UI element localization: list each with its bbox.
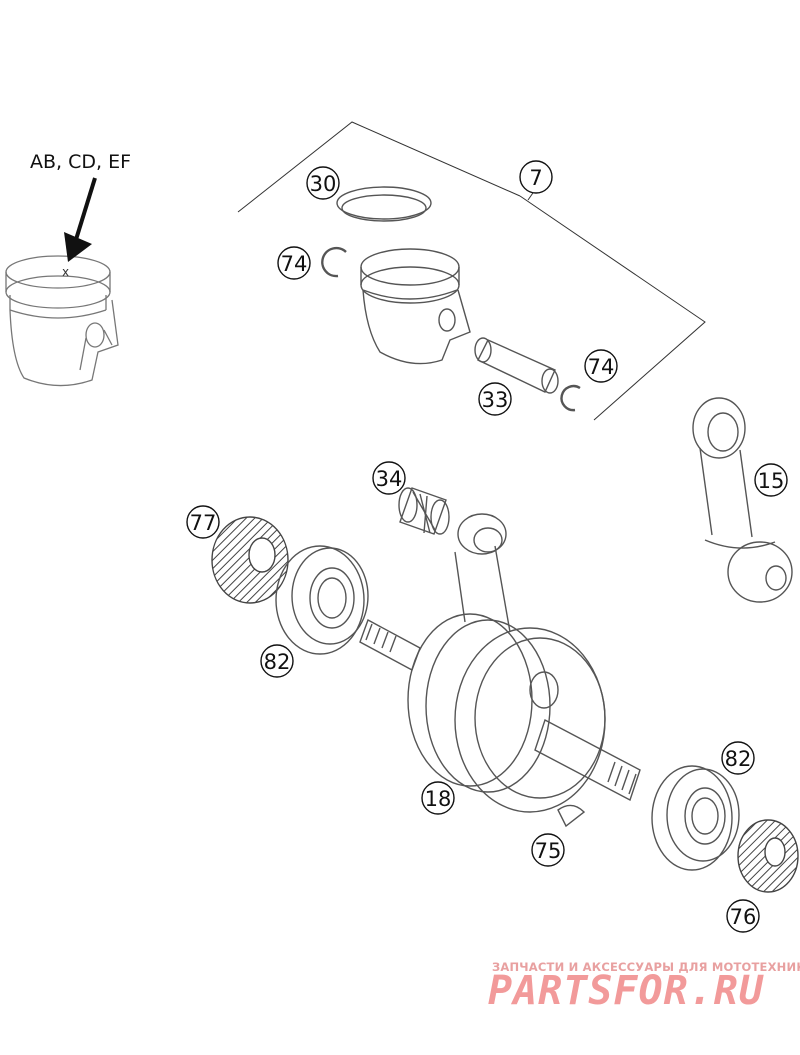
svg-text:30: 30 [310, 172, 337, 196]
callout-18: 18 [421, 781, 455, 815]
callout-82-right: 82 [721, 741, 755, 775]
callout-75: 75 [531, 833, 565, 867]
ball-bearing-left [275, 545, 369, 655]
svg-text:74: 74 [588, 355, 615, 379]
woodruff-key [557, 804, 586, 828]
svg-text:82: 82 [725, 747, 752, 771]
svg-text:74: 74 [281, 252, 308, 276]
piston-pin [474, 337, 559, 394]
callout-77: 77 [186, 505, 220, 539]
watermark-tagline: ЗАПЧАСТИ И АКСЕССУАРЫ ДЛЯ МОТОТЕХНИКИ [492, 960, 800, 974]
svg-text:7: 7 [529, 166, 542, 190]
oil-seal-right [737, 819, 799, 893]
svg-text:76: 76 [730, 905, 757, 929]
svg-text:34: 34 [376, 467, 403, 491]
callout-33: 33 [478, 382, 512, 416]
callout-15: 15 [754, 463, 788, 497]
svg-text:33: 33 [482, 388, 509, 412]
callout-30: 30 [306, 166, 340, 200]
callout-82-left: 82 [260, 644, 294, 678]
svg-text:82: 82 [264, 650, 291, 674]
piston-variants-label: AB, CD, EF [30, 151, 131, 173]
reference-piston [5, 255, 119, 387]
connecting-rod [692, 397, 793, 603]
circlip-left [321, 246, 347, 278]
piston-ring [336, 186, 432, 222]
callout-34: 34 [372, 461, 406, 495]
piston-mark: x [62, 265, 69, 279]
ball-bearing-right [651, 765, 740, 871]
watermark-logo: PARTSFOR.RU [488, 968, 764, 1014]
piston-mark-arrow [64, 177, 97, 262]
callout-74-right: 74 [584, 349, 618, 383]
svg-text:75: 75 [535, 839, 562, 863]
oil-seal-left [211, 516, 289, 604]
callout-76: 76 [726, 899, 760, 933]
svg-text:77: 77 [190, 511, 217, 535]
crankshaft [359, 513, 641, 813]
piston [360, 248, 471, 365]
callout-74-left: 74 [277, 246, 311, 280]
svg-text:15: 15 [758, 469, 785, 493]
svg-text:18: 18 [425, 787, 452, 811]
callout-7: 7 [519, 160, 553, 194]
needle-bearing [398, 487, 450, 535]
circlip-right [560, 384, 581, 412]
piston-kit-bracket [237, 121, 706, 421]
